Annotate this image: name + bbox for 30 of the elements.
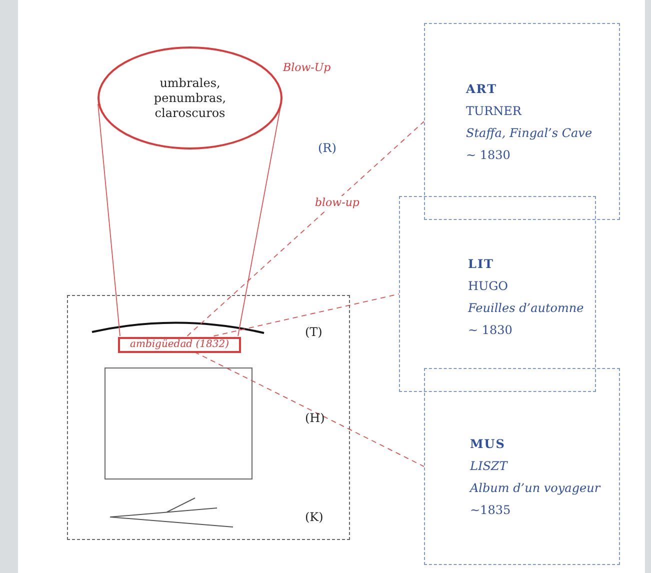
category-heading: LIT <box>468 257 494 271</box>
dashed-connector <box>186 121 424 336</box>
dashed-frame <box>67 295 350 540</box>
region-label: (H) <box>305 411 325 425</box>
annotation-text: Blow-Up <box>283 61 331 75</box>
category-heading: ART <box>466 82 498 96</box>
ellipse-node <box>97 46 283 150</box>
dashed-connector <box>194 352 424 467</box>
work-title: Album d’un voyageur <box>470 481 600 495</box>
edge-label: blow-up <box>315 196 360 210</box>
node-text: ambigüedad (1832) <box>130 339 229 350</box>
dashed-connector <box>213 294 400 336</box>
region-label: (R) <box>318 141 336 155</box>
work-title: Staffa, Fingal’s Cave <box>466 126 592 140</box>
date-text: ~ 1830 <box>466 148 510 162</box>
author-name: LISZT <box>470 459 508 473</box>
date-text: ~ 1830 <box>468 323 512 337</box>
node-text: umbrales, penumbras, claroscuros <box>152 76 228 121</box>
author-name: TURNER <box>466 104 522 118</box>
work-title: Feuilles d’automne <box>468 301 584 315</box>
highlight-box <box>118 337 241 353</box>
date-text: ~1835 <box>470 503 511 517</box>
dashed-card <box>399 196 596 392</box>
author-name: HUGO <box>468 279 508 293</box>
region-label: (K) <box>305 510 324 524</box>
category-heading: MUS <box>470 437 506 451</box>
connector-line <box>98 104 120 336</box>
region-label: (T) <box>305 325 322 339</box>
dashed-card <box>424 368 620 565</box>
dashed-card <box>424 23 620 220</box>
